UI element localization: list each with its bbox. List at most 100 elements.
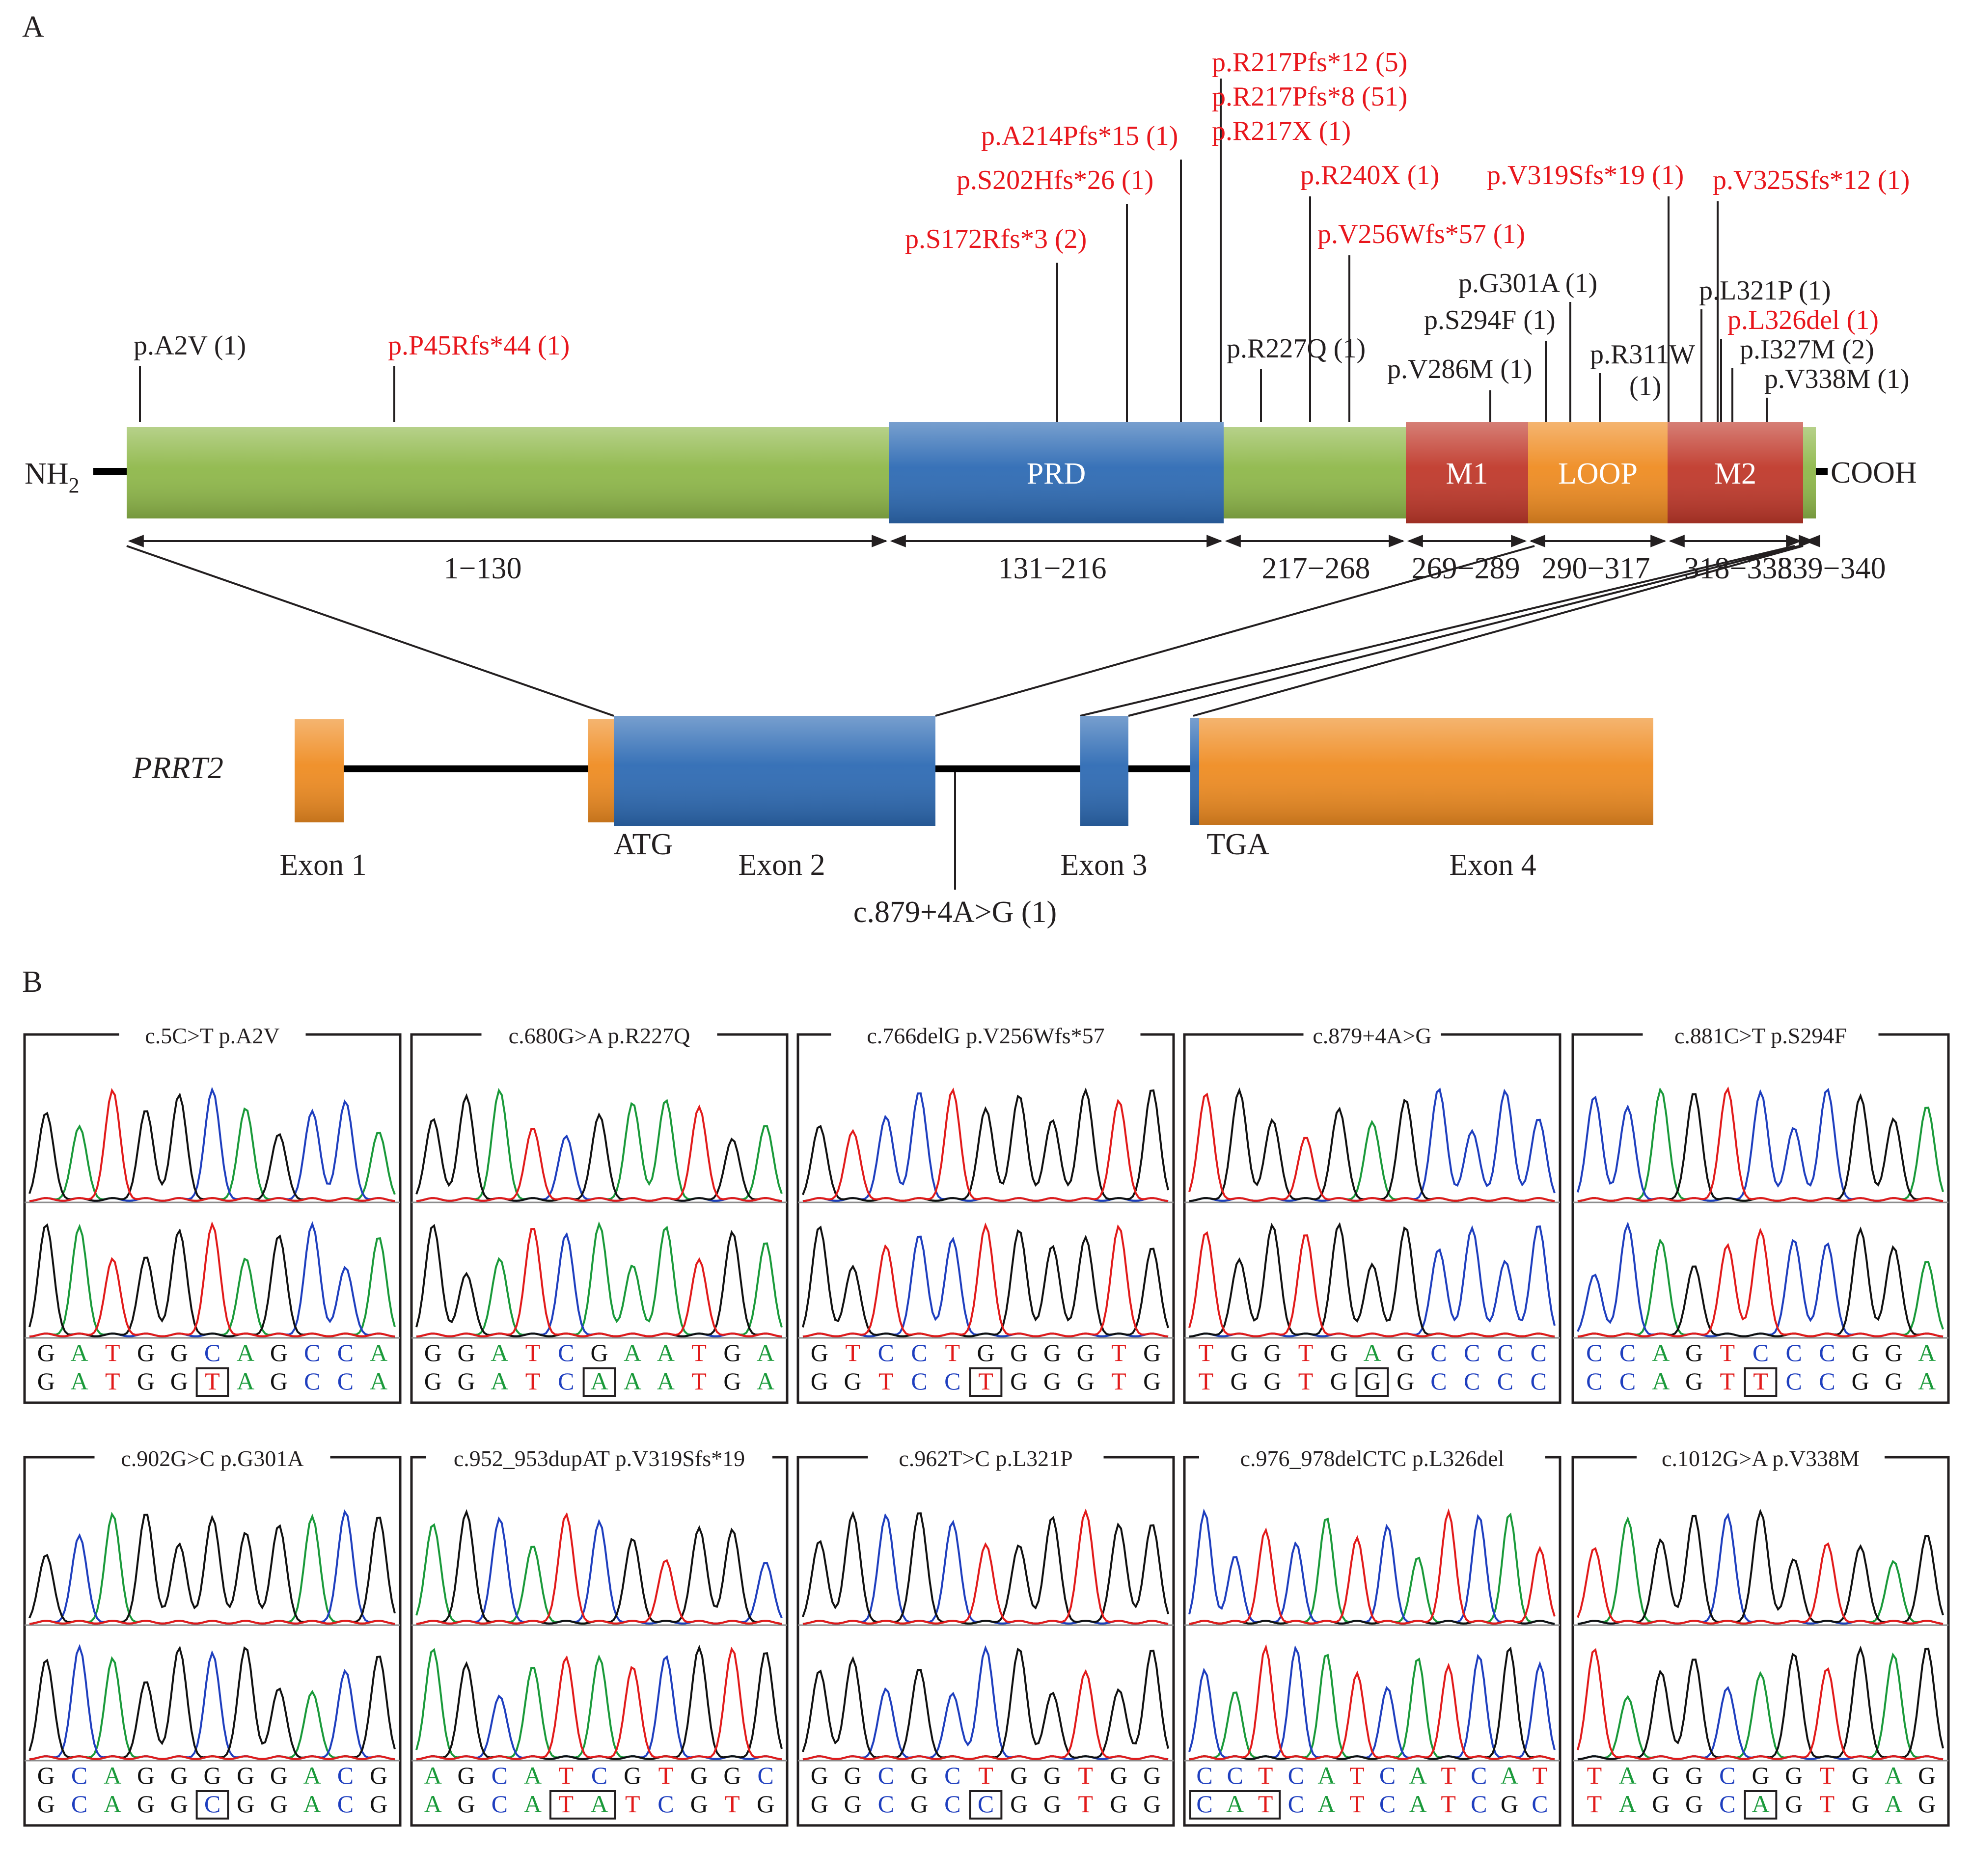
base-letter: A	[1409, 1790, 1427, 1818]
trace-t	[1577, 1086, 1944, 1202]
trace-g	[802, 1225, 1169, 1337]
base-letter: C	[757, 1762, 773, 1789]
base-letter: G	[811, 1367, 828, 1395]
base-letter: C	[337, 1339, 354, 1366]
base-letter: T	[1258, 1762, 1273, 1789]
exon-2-label: Exon 2	[738, 848, 825, 882]
base-letter: G	[1685, 1790, 1703, 1818]
start-codon-label: ATG	[614, 828, 673, 861]
connector-line	[1128, 545, 1800, 717]
base-letter: A	[1363, 1339, 1381, 1366]
base-letter: G	[458, 1762, 475, 1789]
mutation-annotations: p.A2V (1)p.P45Rfs*44 (1)p.S172Rfs*3 (2)p…	[134, 47, 1910, 422]
base-letter: G	[723, 1367, 741, 1395]
mutation-label: p.R227Q (1)	[1227, 333, 1366, 364]
chromatogram-title: c.1012G>A p.V338M	[1662, 1446, 1860, 1471]
trace-t	[1189, 1644, 1555, 1761]
base-letter: A	[1885, 1790, 1902, 1818]
base-letter: G	[137, 1367, 155, 1395]
base-letter: A	[1317, 1790, 1335, 1818]
trace-c	[29, 1221, 395, 1338]
base-letter: G	[1685, 1762, 1703, 1789]
base-letter: G	[977, 1339, 994, 1366]
chromatogram-frame	[796, 1456, 1175, 1827]
base-letter: G	[1918, 1790, 1936, 1818]
trace-t	[416, 1104, 782, 1202]
base-letter: C	[558, 1367, 574, 1395]
base-letter: G	[37, 1790, 55, 1818]
trace-c	[1188, 1508, 1555, 1625]
base-letter: G	[1143, 1339, 1161, 1366]
domain-shine-5	[1668, 422, 1803, 523]
base-letter: G	[1330, 1367, 1348, 1395]
base-letter: A	[1619, 1790, 1637, 1818]
base-letter: T	[1587, 1762, 1602, 1789]
base-letter: C	[1227, 1762, 1243, 1789]
chromatogram-frame	[1183, 1456, 1561, 1827]
base-letter: G	[590, 1339, 608, 1366]
trace-a	[1189, 1512, 1555, 1625]
base-letter: G	[1043, 1790, 1061, 1818]
base-letter: A	[590, 1790, 608, 1818]
base-letter: C	[1586, 1339, 1602, 1366]
base-letter: T	[691, 1367, 707, 1395]
base-letter: G	[723, 1762, 741, 1789]
base-letter: A	[524, 1790, 542, 1818]
base-letter: T	[845, 1339, 860, 1366]
trace-a	[1577, 1238, 1944, 1338]
base-letter: G	[458, 1339, 475, 1366]
trace-g	[1577, 1508, 1944, 1625]
mutation-label: (1)	[1629, 371, 1661, 402]
variant-highlight-box	[1189, 1790, 1281, 1820]
base-letter: G	[1885, 1339, 1902, 1366]
base-letter: G	[1685, 1367, 1703, 1395]
base-letter: C	[1288, 1790, 1304, 1818]
base-letter: A	[1752, 1790, 1769, 1818]
base-letter: G	[1043, 1367, 1061, 1395]
base-letter: G	[1652, 1790, 1670, 1818]
trace-c	[29, 1644, 395, 1761]
base-letter: T	[1587, 1790, 1602, 1818]
base-letter: G	[1010, 1339, 1028, 1366]
domain-shine-0	[127, 427, 889, 518]
base-letter: A	[104, 1762, 121, 1789]
n-terminus-prefix: NH	[25, 457, 69, 490]
base-letter: G	[1852, 1339, 1869, 1366]
base-letter: T	[658, 1762, 674, 1789]
chromatogram-title: c.881C>T p.S294F	[1674, 1023, 1847, 1048]
base-letter: A	[1918, 1367, 1936, 1395]
base-letter: T	[1111, 1339, 1126, 1366]
base-letter: A	[624, 1367, 641, 1395]
base-letter: A	[1409, 1762, 1427, 1789]
exon-shine-1	[588, 719, 614, 822]
trace-c	[1577, 1088, 1944, 1202]
base-letter: G	[37, 1339, 55, 1366]
base-letter: A	[624, 1339, 641, 1366]
base-letter: G	[1785, 1762, 1803, 1789]
mutation-label: p.L321P (1)	[1699, 275, 1831, 306]
range-label-1: 131−216	[998, 552, 1107, 585]
base-letter: T	[1078, 1790, 1093, 1818]
base-letter: A	[71, 1367, 88, 1395]
base-letter: C	[204, 1339, 220, 1366]
base-letter: A	[1652, 1339, 1670, 1366]
base-letter: G	[1110, 1790, 1127, 1818]
base-letter: G	[1363, 1367, 1381, 1395]
base-letter: T	[525, 1367, 541, 1395]
domain-shine-1	[889, 422, 1224, 523]
base-letter: A	[1226, 1790, 1244, 1818]
base-letter: G	[237, 1762, 254, 1789]
range-label-2: 217−268	[1262, 552, 1370, 585]
base-letter: G	[757, 1790, 774, 1818]
base-letter: A	[1918, 1339, 1936, 1366]
trace-c	[1577, 1512, 1944, 1625]
base-letter: A	[1317, 1762, 1335, 1789]
base-letter: T	[1258, 1790, 1273, 1818]
base-letter: C	[657, 1790, 674, 1818]
exon-1-label: Exon 1	[279, 848, 366, 882]
